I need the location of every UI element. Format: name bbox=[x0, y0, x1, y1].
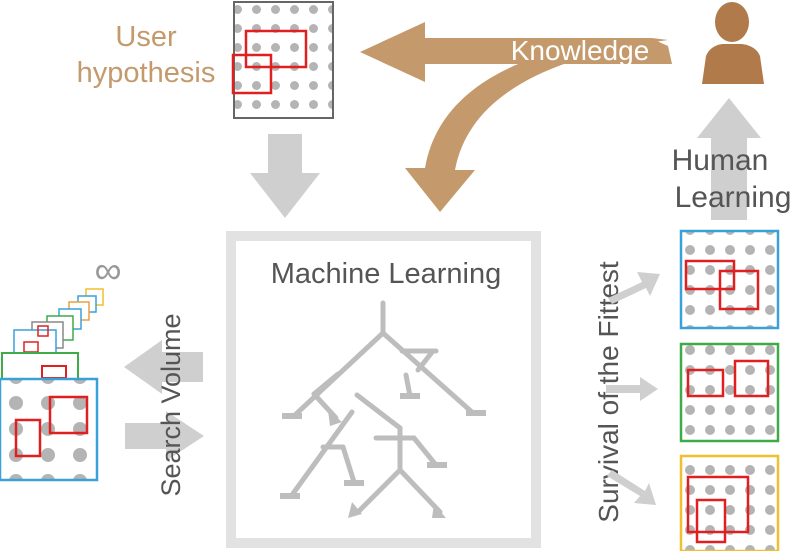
knowledge-label: Knowledge bbox=[511, 35, 650, 66]
search-volume-label: Search Volume bbox=[156, 313, 186, 496]
knowledge-arrow bbox=[360, 22, 672, 212]
user-hypothesis-label-line1: User bbox=[115, 21, 177, 53]
user-hypothesis-grid bbox=[231, 1, 334, 119]
survival-arrows bbox=[606, 272, 660, 505]
candidate-green bbox=[679, 342, 780, 443]
decision-tree-icon bbox=[289, 300, 476, 515]
hypothesis-to-ml-arrow bbox=[250, 134, 320, 218]
decision-tree-leaves bbox=[280, 393, 486, 518]
user-hypothesis-label-line2: hypothesis bbox=[77, 57, 216, 89]
machine-learning-frame bbox=[226, 231, 541, 548]
candidate-stack bbox=[0, 288, 104, 482]
candidate-yellow bbox=[679, 454, 780, 551]
human-learning-label-line1: Human bbox=[672, 144, 769, 177]
person-icon bbox=[702, 2, 764, 84]
infinity-symbol: ∞ bbox=[94, 250, 121, 292]
search-volume-arrow-left bbox=[124, 340, 203, 394]
human-learning-arrow bbox=[697, 98, 761, 220]
human-learning-label-line2: Learning bbox=[675, 181, 792, 214]
candidate-blue bbox=[679, 229, 780, 330]
machine-learning-label: Machine Learning bbox=[271, 258, 502, 290]
search-volume-arrow-right bbox=[125, 411, 204, 461]
